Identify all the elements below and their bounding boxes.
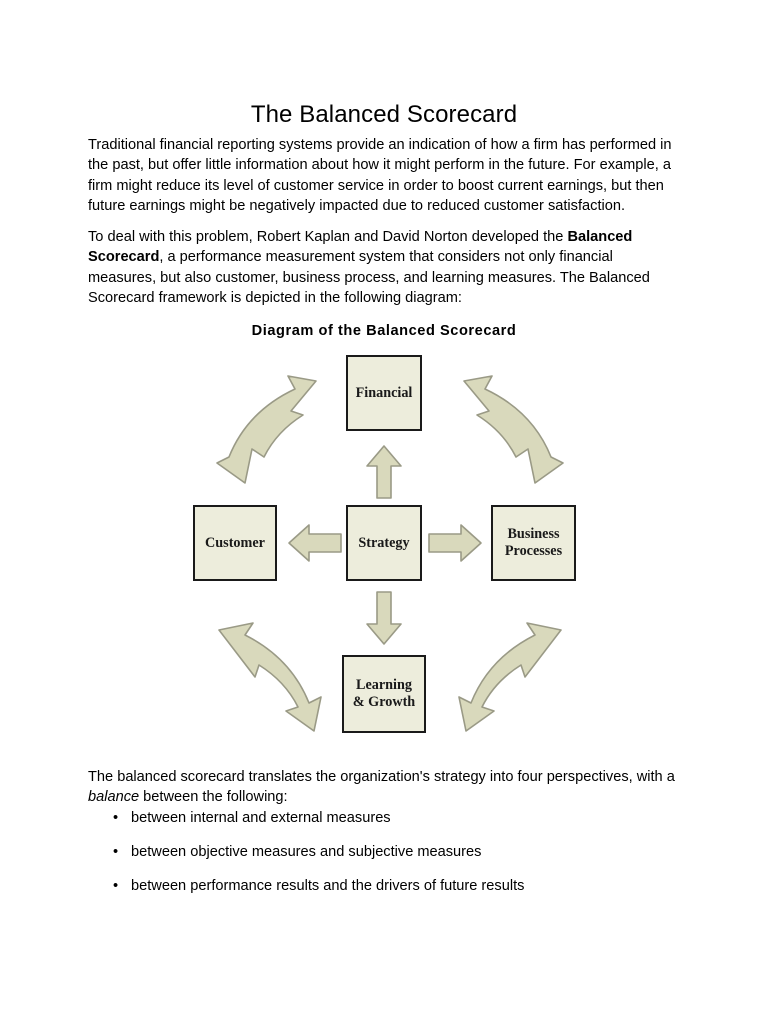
paragraph-problem-lead: To deal with this problem, Robert Kaplan… (88, 229, 568, 245)
arrow-strategy-to-financial (366, 445, 402, 499)
curved-double-arrow-upper-right (463, 375, 564, 484)
diagram-node-business-processes[interactable]: Business Processes (491, 505, 576, 581)
paragraph-closing-tail: between the following: (139, 789, 288, 806)
bullet-icon: • (113, 810, 119, 826)
paragraph-problem-emphasis: Balanced Scorecard (88, 229, 633, 266)
curved-double-arrow-lower-left (218, 622, 322, 732)
diagram-node-learning-growth-label: Learning & Growth (353, 677, 415, 711)
list-item-text: between internal and external measures (131, 810, 391, 826)
curved-double-arrow-lower-right (458, 622, 562, 732)
paragraph-closing-emphasis: balance (88, 789, 140, 806)
diagram-node-strategy[interactable]: Strategy (346, 505, 422, 581)
paragraph-closing: The balanced scorecard translates the or… (88, 767, 680, 808)
diagram-node-learning-growth[interactable]: Learning & Growth (342, 655, 426, 733)
diagram-node-customer[interactable]: Customer (193, 505, 277, 581)
learning-growth-line-2: & Growth (352, 694, 416, 710)
paragraph-intro: Traditional financial reporting systems … (88, 135, 680, 216)
bullet-icon: • (113, 878, 119, 894)
perspectives-bullet-list: • between internal and external measures… (88, 808, 680, 910)
curved-double-arrow-upper-left (216, 375, 317, 484)
paragraph-problem: To deal with this problem, Robert Kaplan… (88, 227, 680, 308)
arrow-strategy-to-customer (288, 524, 342, 562)
diagram-node-strategy-label: Strategy (358, 534, 410, 551)
bullet-icon: • (113, 844, 119, 860)
arrow-strategy-to-business-processes (428, 524, 482, 562)
list-item: • between objective measures and subject… (88, 842, 680, 862)
diagram-caption: Diagram of the Balanced Scorecard (251, 323, 517, 339)
paragraph-closing-lead: The balanced scorecard translates the or… (88, 769, 675, 785)
arrow-strategy-to-learning-growth (366, 591, 402, 645)
paragraph-problem-tail: , a performance measurement system that … (88, 249, 650, 306)
business-processes-line-2: Processes (504, 543, 563, 559)
list-item-text: between performance results and the driv… (131, 878, 525, 894)
diagram-node-financial-label: Financial (355, 384, 413, 401)
diagram-node-business-processes-label: Business Processes (505, 526, 562, 560)
paragraph-intro-text: Traditional financial reporting systems … (88, 137, 672, 214)
page-title: The Balanced Scorecard (250, 101, 518, 129)
diagram-node-financial[interactable]: Financial (346, 355, 422, 431)
list-item: • between performance results and the dr… (88, 876, 680, 896)
diagram-node-customer-label: Customer (205, 534, 265, 551)
list-item: • between internal and external measures (88, 808, 680, 828)
business-processes-line-1: Business (507, 526, 560, 542)
learning-growth-line-1: Learning (356, 677, 412, 693)
list-item-text: between objective measures and subjectiv… (131, 844, 482, 860)
